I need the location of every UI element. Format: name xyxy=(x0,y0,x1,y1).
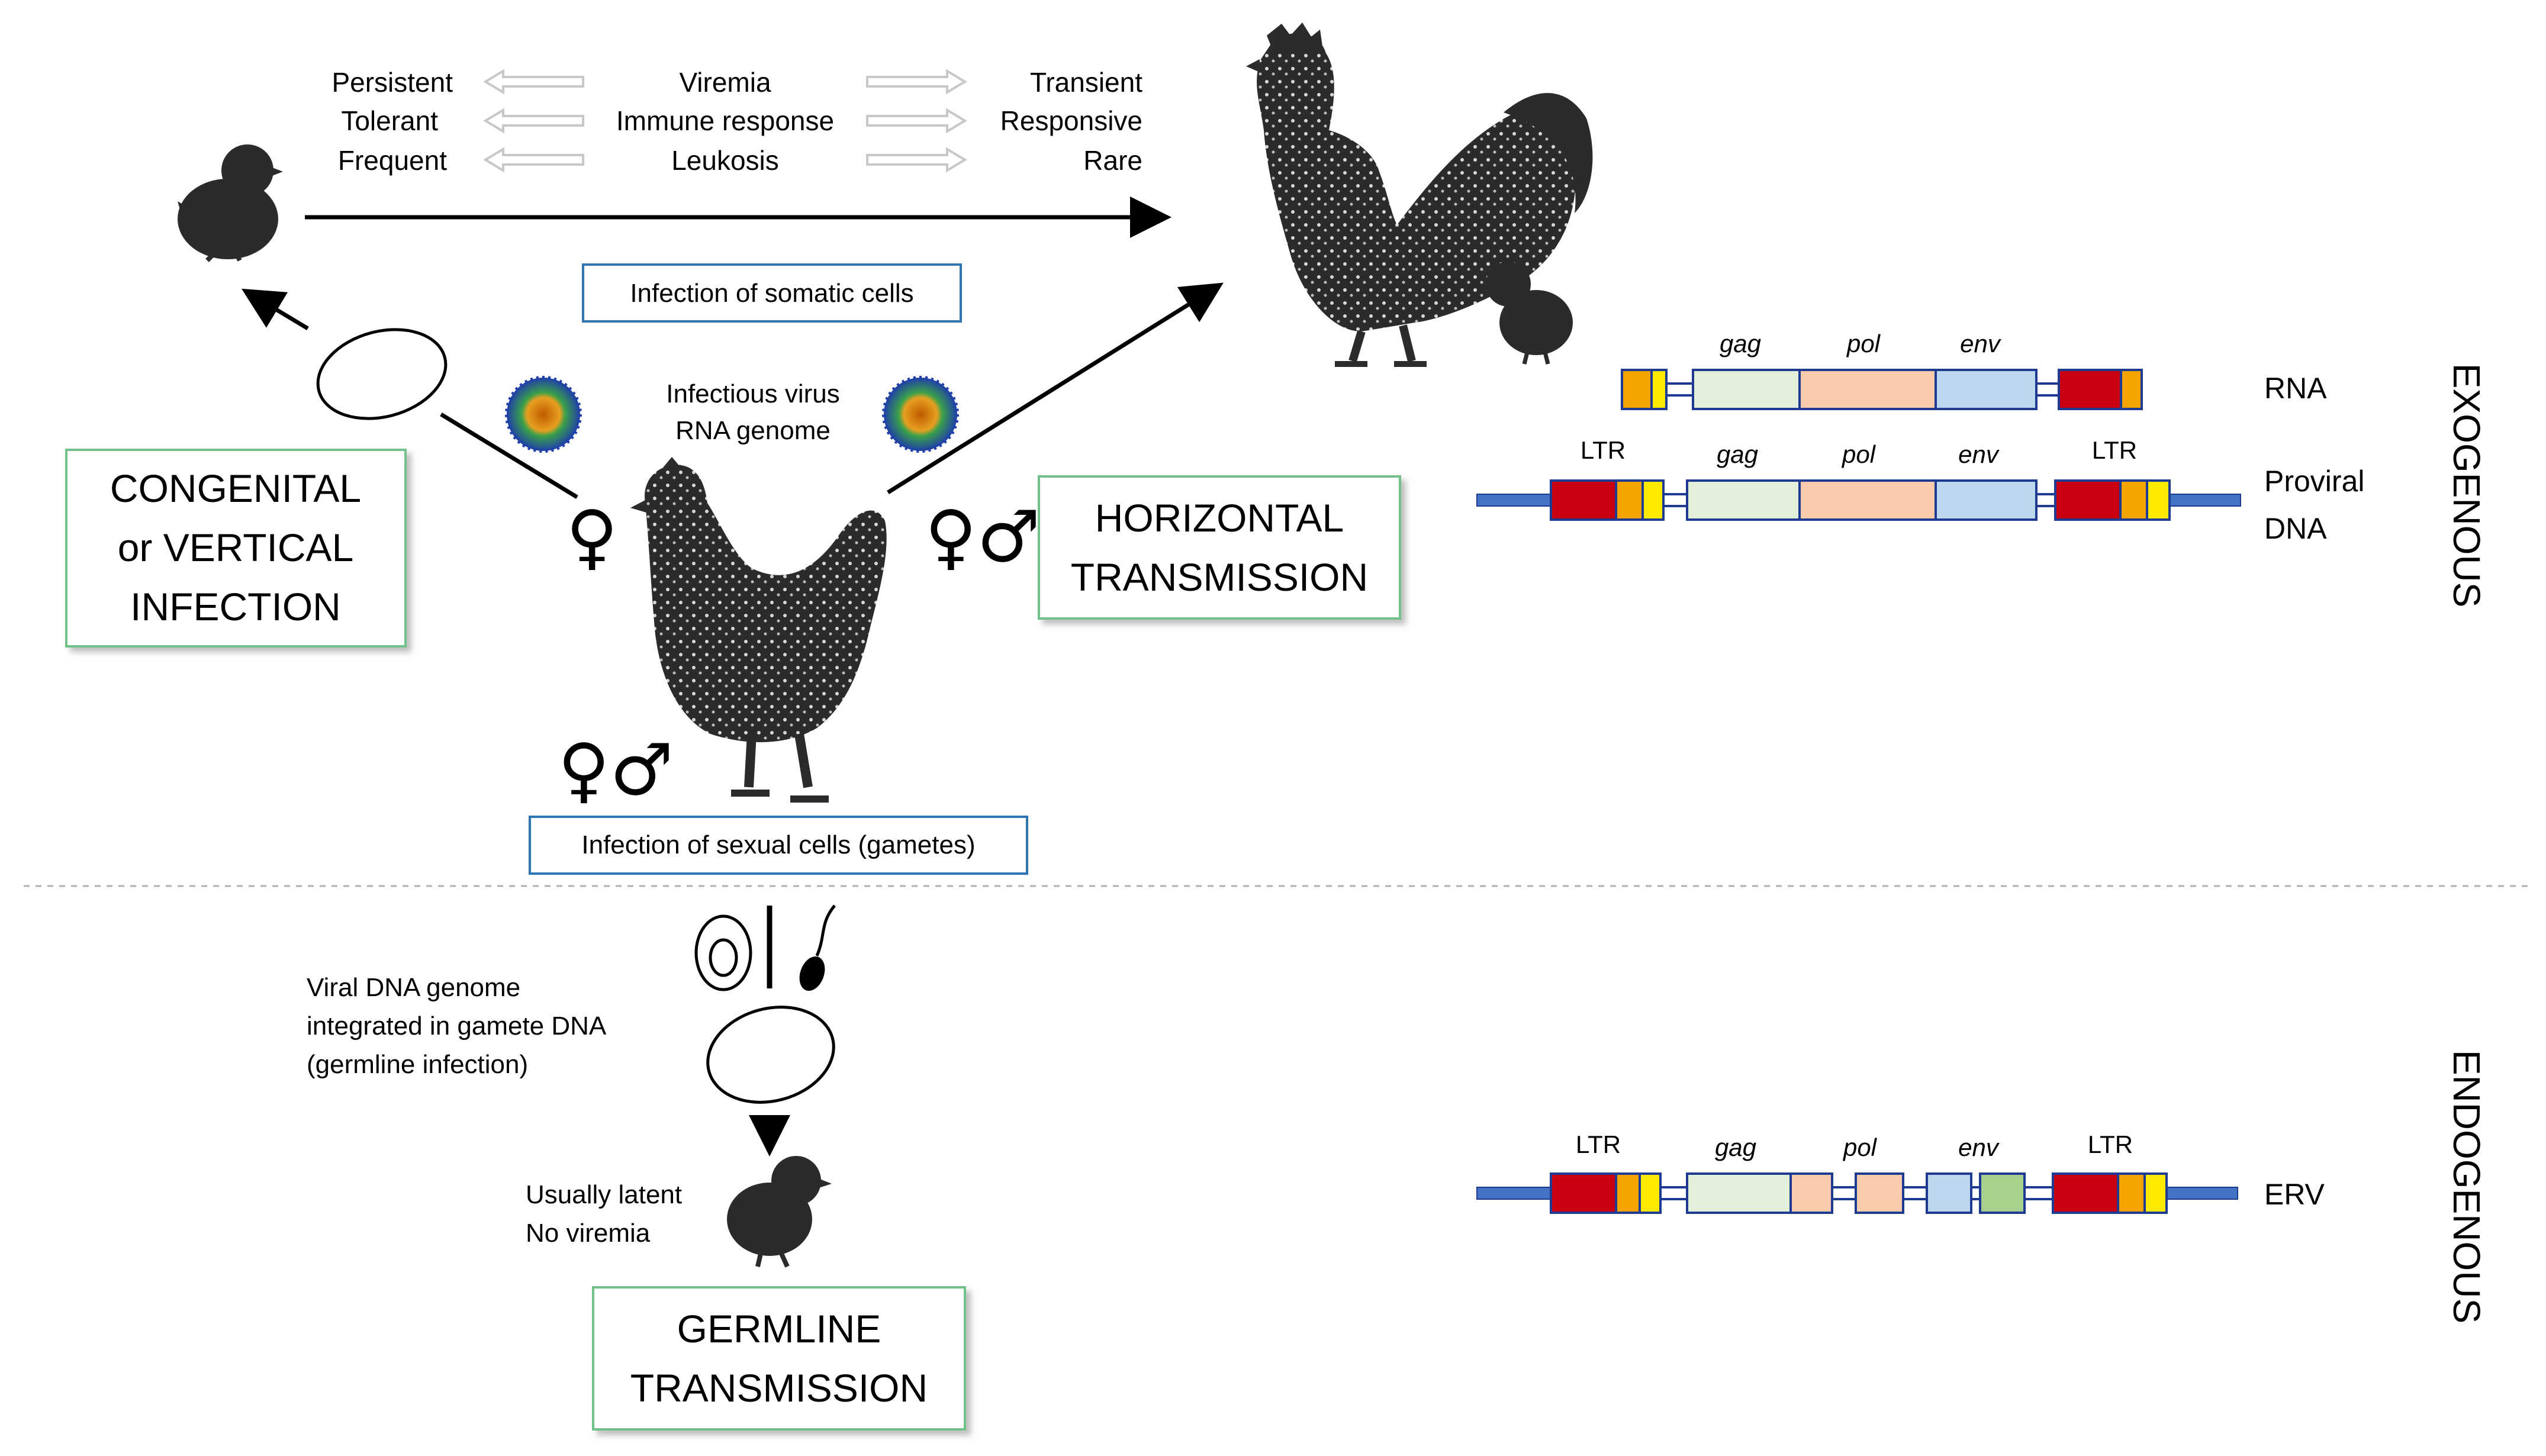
horizontal-line-1: HORIZONTAL xyxy=(1095,496,1344,540)
gradient-center-2: Immune response xyxy=(616,105,834,136)
chick-icon xyxy=(727,1156,832,1268)
proviral-dna-schematic xyxy=(1476,479,2241,521)
latent-label-1: Usually latent xyxy=(526,1180,682,1209)
exogenous-label: EXOGENOUS xyxy=(2445,363,2488,608)
gradient-right-arrows xyxy=(866,69,967,173)
proviral-gag-label: gag xyxy=(1717,440,1758,468)
infectious-virus-label: Infectious virus xyxy=(666,379,839,408)
genome-ring-icon xyxy=(316,328,448,420)
to-rooster-arrow xyxy=(887,282,1224,494)
proviral-pol-label: pol xyxy=(1841,440,1876,468)
rna-pol-label: pol xyxy=(1846,330,1881,357)
endogenous-label: ENDOGENOUS xyxy=(2445,1050,2488,1323)
gametes-infection-box xyxy=(529,816,1028,875)
congenital-box: CONGENITAL or VERTICAL INFECTION xyxy=(65,449,407,648)
rna-genome-label: RNA genome xyxy=(675,416,831,445)
chick-icon xyxy=(178,144,283,262)
hen-icon xyxy=(630,457,887,803)
gradient-left-arrows xyxy=(483,69,584,173)
virus-particle-icon xyxy=(505,376,582,453)
erv-pol-label: pol xyxy=(1842,1133,1878,1161)
gradient-center-1: Viremia xyxy=(679,67,771,98)
congenital-line-2: or VERTICAL xyxy=(118,526,354,569)
germline-line-1: GERMLINE xyxy=(677,1307,881,1351)
female-male-symbol-bottom: ♀♂ xyxy=(558,729,673,811)
erv-schematic xyxy=(1476,1172,2238,1214)
rna-row-label: RNA xyxy=(2264,372,2327,405)
latent-label-2: No viremia xyxy=(526,1219,651,1248)
gradient-right-3: Rare xyxy=(1083,145,1142,176)
genome-ring-icon xyxy=(706,1006,835,1104)
horizontal-box: HORIZONTAL TRANSMISSION xyxy=(1038,475,1401,620)
proviral-row-label-1: Proviral xyxy=(2264,465,2364,498)
germline-line-2: TRANSMISSION xyxy=(630,1366,928,1410)
erv-ltr-right: LTR xyxy=(2088,1130,2133,1158)
gradient-left-1: Persistent xyxy=(331,67,453,98)
chick-icon xyxy=(1477,262,1573,365)
rna-env-label: env xyxy=(1960,330,2002,357)
female-male-symbol-right: ♀♂ xyxy=(925,496,1040,578)
rna-gag-label: gag xyxy=(1720,330,1761,357)
egg-icon xyxy=(694,914,752,991)
gradient-left-3: Frequent xyxy=(338,145,447,176)
sperm-icon xyxy=(799,904,836,991)
viral-dna-label-1: Viral DNA genome xyxy=(307,973,520,1002)
congenital-line-3: INFECTION xyxy=(130,585,341,629)
gradient-table: Persistent Tolerant Frequent Viremia Imm… xyxy=(331,67,1142,176)
gradient-right-2: Responsive xyxy=(1000,105,1142,136)
rooster-icon xyxy=(1246,22,1593,367)
proviral-ltr-right: LTR xyxy=(2092,436,2137,464)
horizontal-line-2: TRANSMISSION xyxy=(1071,555,1368,599)
congenital-line-1: CONGENITAL xyxy=(110,466,361,510)
gradient-center-3: Leukosis xyxy=(671,145,779,176)
gradient-left-2: Tolerant xyxy=(341,105,438,136)
proviral-row-label-2: DNA xyxy=(2264,512,2327,545)
hen-to-ring-line xyxy=(440,413,578,499)
somatic-infection-box xyxy=(582,263,962,323)
germline-box: GERMLINE TRANSMISSION xyxy=(592,1286,966,1431)
viral-dna-label-3: (germline infection) xyxy=(307,1050,528,1079)
erv-gag-label: gag xyxy=(1715,1133,1756,1161)
viral-dna-label-2: integrated in gamete DNA xyxy=(307,1012,607,1041)
erv-env-label: env xyxy=(1958,1133,2000,1161)
erv-row-label: ERV xyxy=(2264,1178,2325,1211)
to-chick-arrow xyxy=(241,288,309,331)
gradient-right-1: Transient xyxy=(1030,67,1142,98)
erv-ltr-left: LTR xyxy=(1576,1130,1621,1158)
proviral-ltr-left: LTR xyxy=(1581,436,1626,464)
somatic-infection-label: Infection of somatic cells xyxy=(630,279,913,308)
rna-genome-schematic xyxy=(1621,369,2143,410)
proviral-env-label: env xyxy=(1958,440,2000,468)
female-symbol: ♀ xyxy=(566,496,618,578)
virus-particle-icon xyxy=(882,376,959,453)
gametes-infection-label: Infection of sexual cells (gametes) xyxy=(581,830,975,859)
